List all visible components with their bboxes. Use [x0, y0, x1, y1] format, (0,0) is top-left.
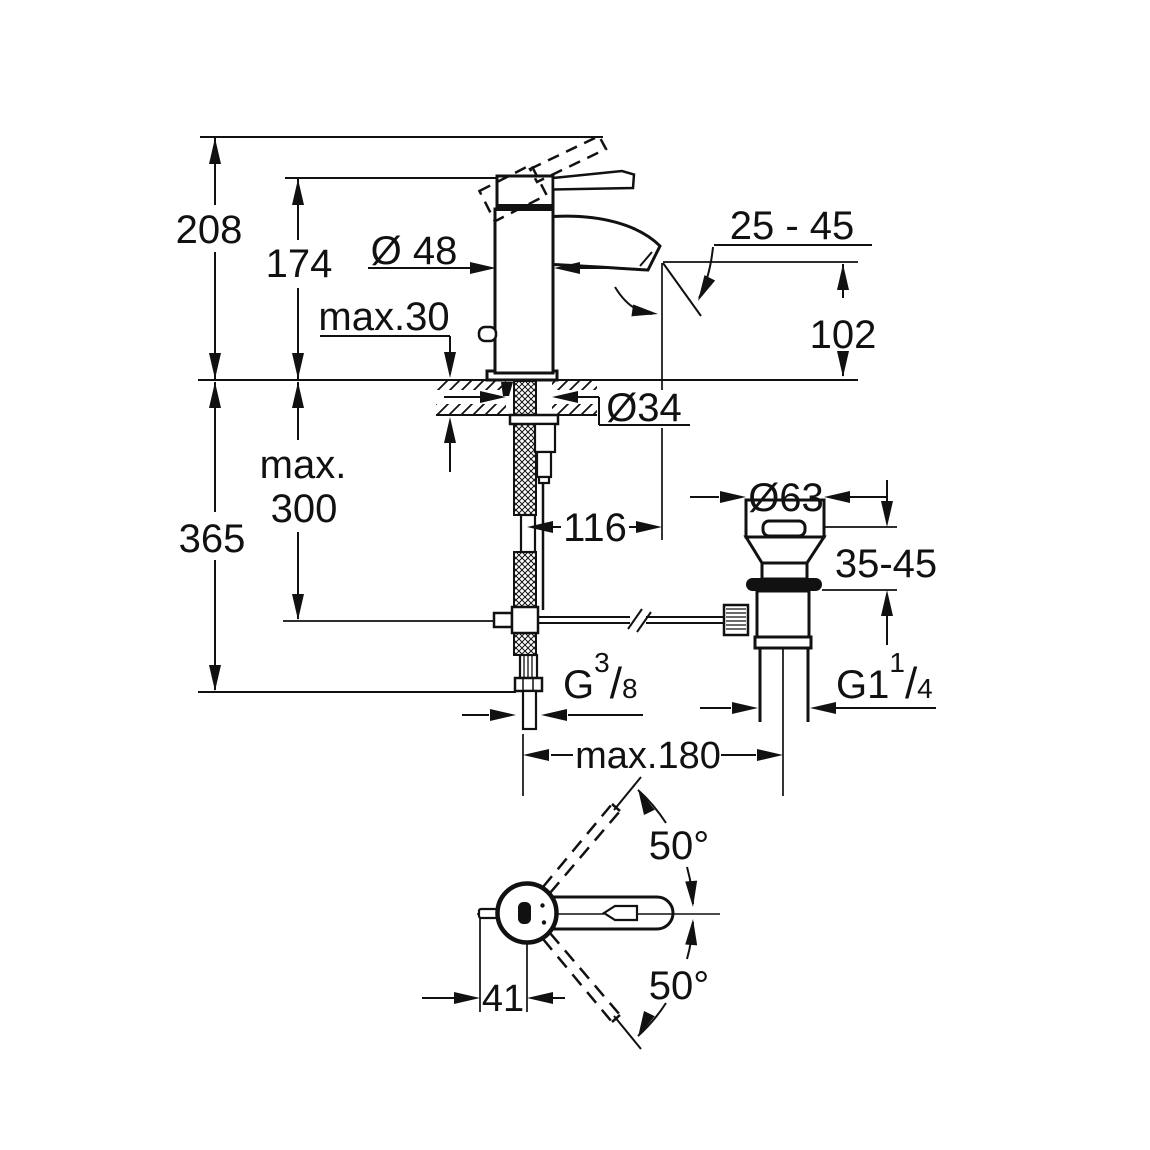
waste-body	[755, 589, 811, 640]
lever-handle	[551, 169, 636, 191]
supply-hose-braided-lower	[513, 551, 537, 656]
label-waste-thread: G11/4	[836, 647, 933, 708]
label-supply-thread: G3/8	[563, 647, 638, 708]
faucet-body	[493, 207, 555, 375]
knurled-knob	[722, 603, 750, 637]
break-symbol	[627, 608, 652, 633]
hose-connection-nut	[513, 676, 544, 693]
pop-up-knob	[477, 325, 498, 343]
lever-handle-raised-dashed	[477, 134, 608, 223]
label-overall-height: 208	[176, 208, 243, 252]
label-hole-diameter: Ø34	[606, 386, 682, 430]
mounting-flange	[508, 413, 560, 426]
spout-outlet-face	[639, 251, 653, 267]
label-swivel-upper: 50°	[649, 824, 710, 868]
label-spout-outlet-height: 102	[810, 313, 877, 357]
label-max-rod-length-word: max.	[260, 443, 347, 487]
supply-hose-braided-upper	[513, 380, 537, 516]
label-under-deck-height: 365	[179, 517, 246, 561]
faucet-top-view	[477, 776, 720, 1050]
dimension-lines	[214, 138, 936, 999]
label-waste-flange-diameter: Ø63	[748, 476, 824, 520]
pop-up-rod-horizontal	[538, 616, 724, 624]
dimension-labels: 208 174 Ø 48 25 - 45 102 max.30 Ø34 max.…	[176, 204, 938, 1020]
pop-up-waste	[722, 498, 827, 722]
faucet-side-view	[477, 134, 662, 382]
label-spout-reach: 116	[563, 506, 627, 550]
label-max-center-distance: max.180	[575, 735, 721, 777]
label-spout-angle-range: 25 - 45	[730, 204, 855, 248]
dimension-arrowheads	[209, 138, 893, 1037]
label-swivel-lower: 50°	[649, 964, 710, 1008]
label-max-rod-length-value: 300	[271, 487, 338, 531]
label-max-deck-thickness: max.30	[318, 295, 449, 339]
label-body-diameter: Ø 48	[371, 229, 458, 273]
label-body-height: 174	[266, 242, 333, 286]
pop-up-rod-clamp	[510, 605, 540, 635]
label-handle-offset: 41	[482, 978, 524, 1020]
waste-collar	[753, 635, 813, 650]
spout-tip-top-view	[477, 907, 499, 920]
tailpipe	[758, 648, 810, 722]
label-waste-adjust-range: 35-45	[835, 542, 937, 586]
below-deck-assembly	[492, 380, 724, 731]
waste-seal-ring	[746, 578, 822, 591]
lever-socket	[518, 902, 531, 924]
waste-plug	[761, 519, 807, 538]
supply-hose-tube	[519, 513, 537, 554]
